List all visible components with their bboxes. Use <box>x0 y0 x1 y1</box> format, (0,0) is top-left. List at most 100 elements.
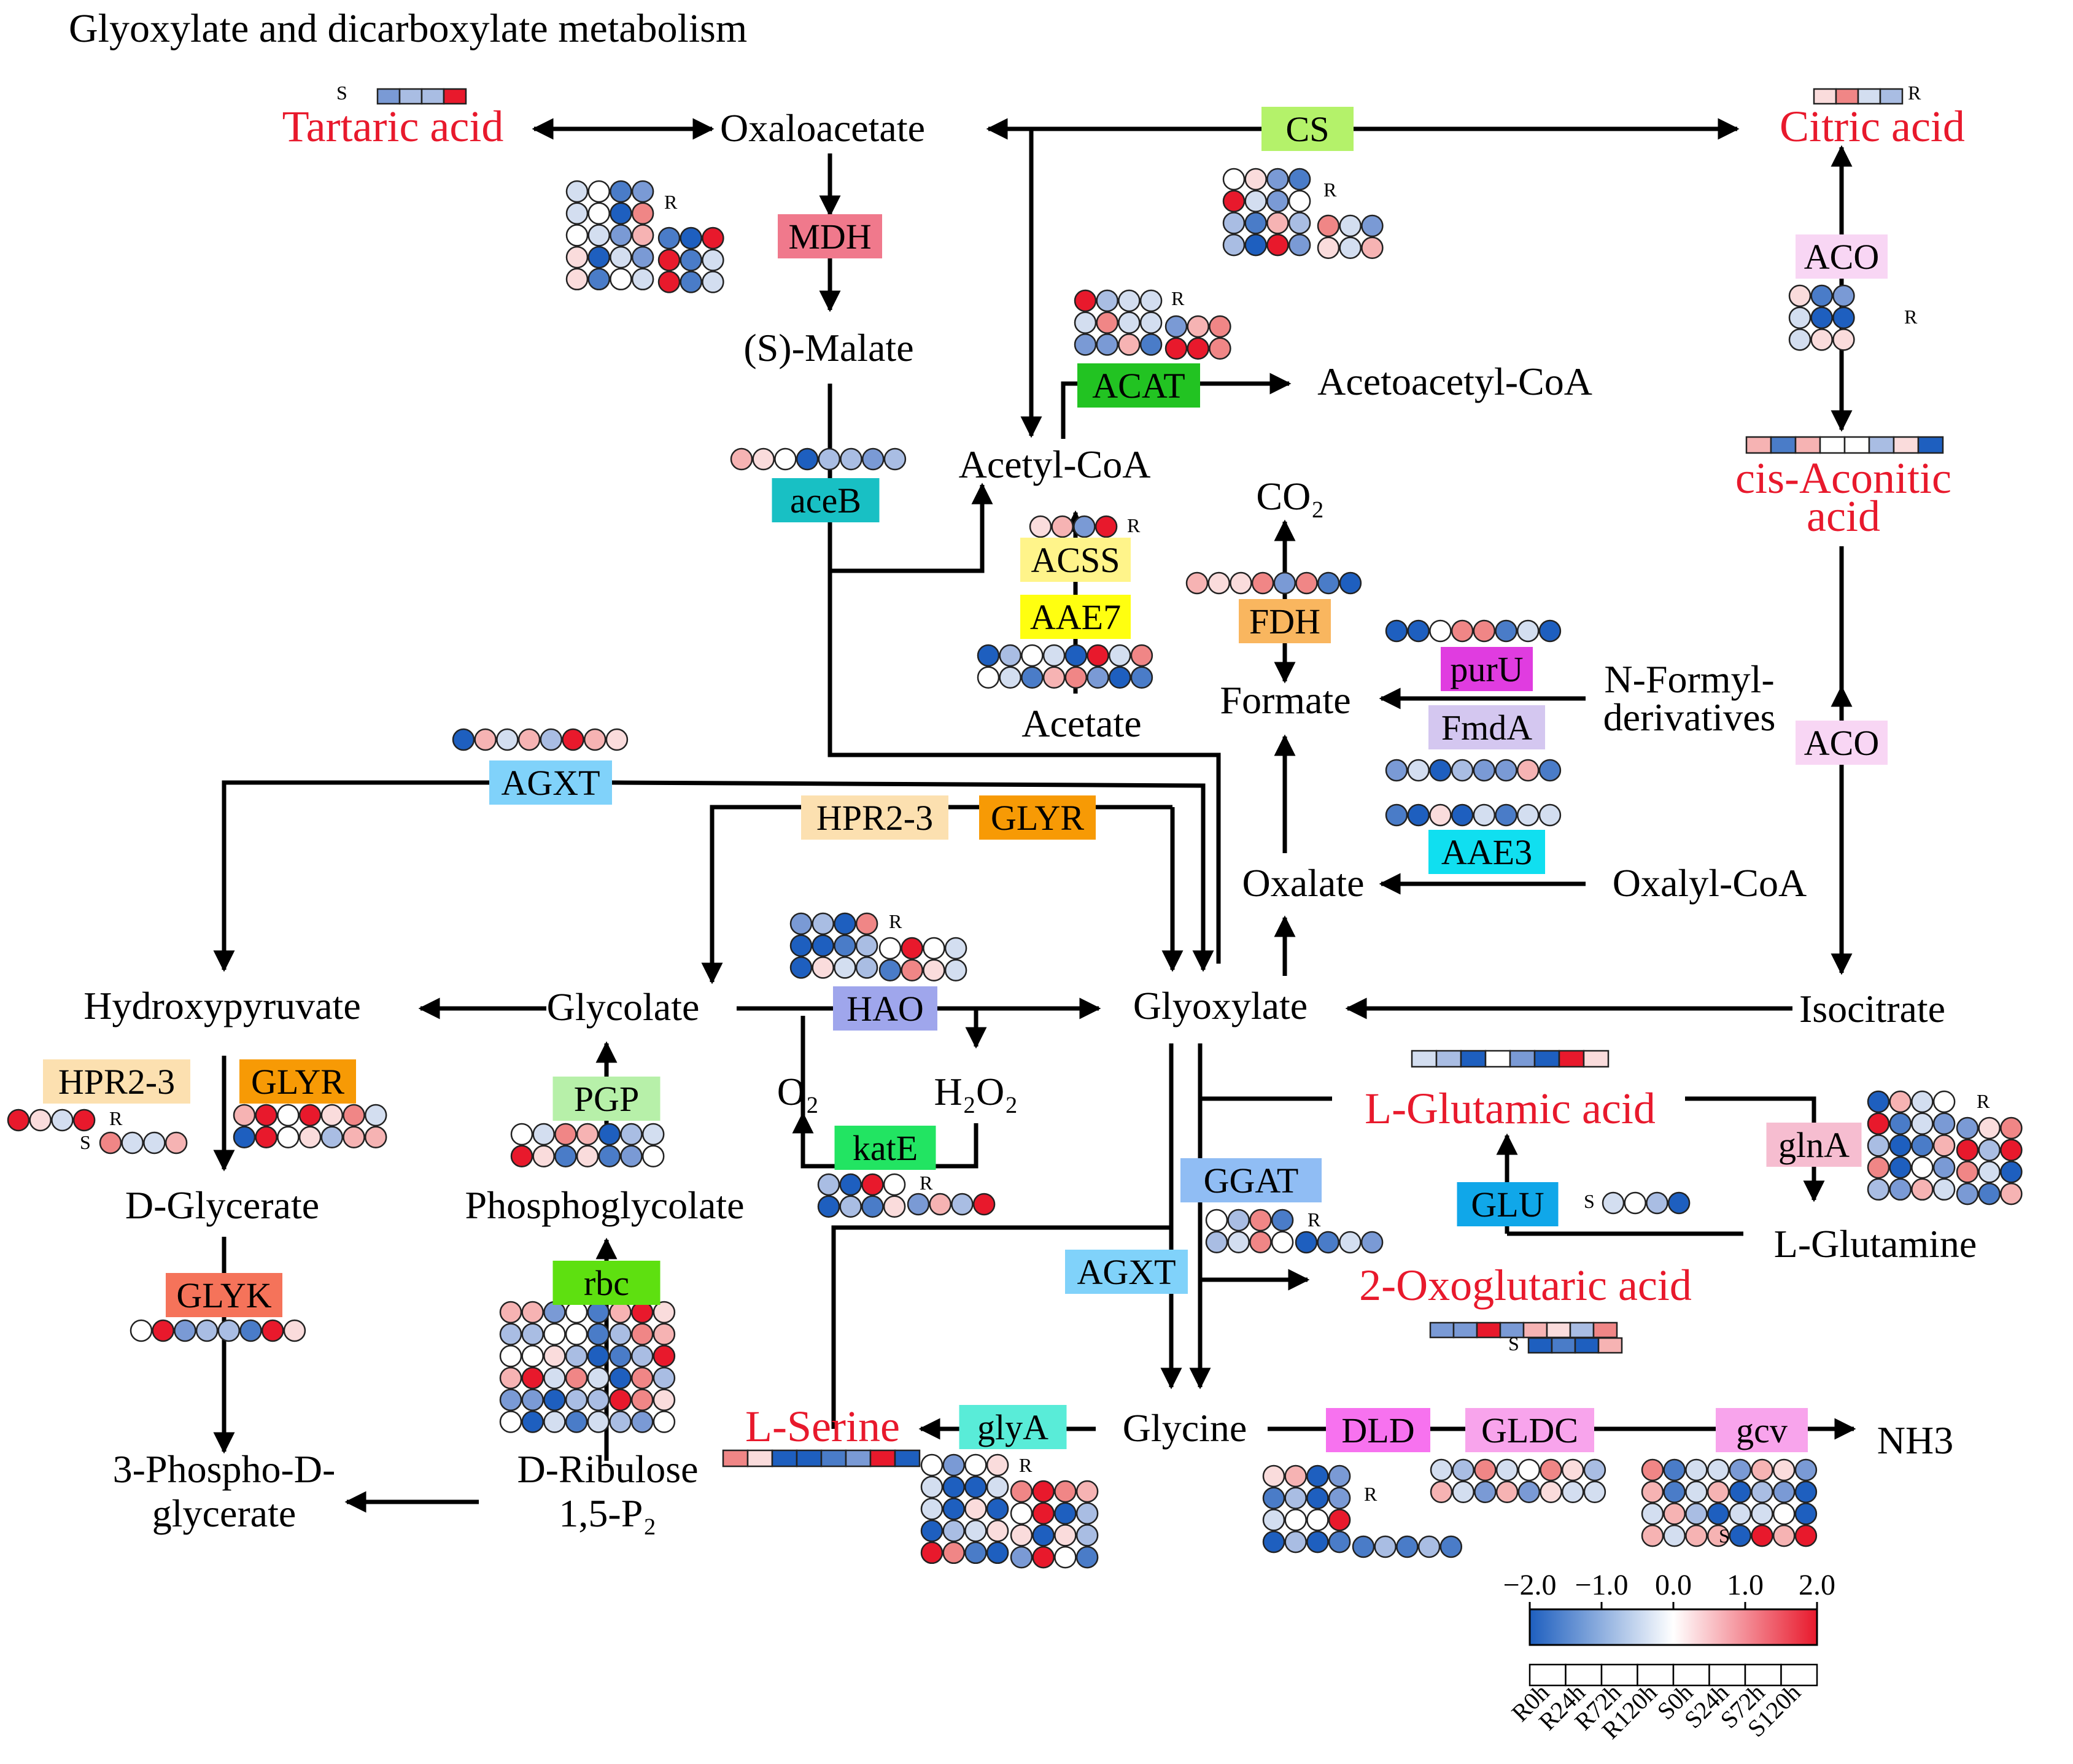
heatmap-cell <box>630 1366 654 1390</box>
o2-node: O₂ <box>777 1070 820 1113</box>
heatmap-cell <box>1139 289 1163 312</box>
heatmap-cell <box>818 447 841 471</box>
heatmap-cell <box>1139 311 1163 334</box>
heatmap-cell <box>1288 212 1311 234</box>
heatmap-cell <box>1522 1321 1548 1339</box>
heatmap-cell <box>1663 1503 1686 1525</box>
heatmap-cell <box>653 1323 676 1345</box>
heatmap-circles <box>1430 1458 1606 1503</box>
heatmap-cell <box>1516 803 1540 827</box>
heatmap-cell <box>657 226 681 250</box>
heatmap-cell <box>789 934 813 957</box>
heatmap-circles <box>1185 571 1362 595</box>
heatmap-cell <box>839 1173 862 1196</box>
enzyme-acat: ACAT <box>1077 363 1200 408</box>
heatmap-cell <box>774 447 797 471</box>
color-scale-bar <box>1529 1608 1818 1646</box>
heatmap-cell <box>1222 212 1246 234</box>
heatmap-cell <box>1451 619 1474 643</box>
enzyme-glu: GLU <box>1457 1182 1559 1226</box>
heatmap-cell <box>1517 1458 1541 1482</box>
heatmap-cell <box>730 447 753 471</box>
heatmap-cell <box>1021 644 1044 667</box>
heatmap-circles <box>1295 1231 1384 1254</box>
sample-cell <box>1637 1663 1675 1687</box>
heatmap-cell <box>1021 666 1044 689</box>
heatmap-cell <box>1164 337 1188 360</box>
heatmap-cell <box>1429 759 1452 782</box>
acetoacetyl-coa-node: Acetoacetyl-CoA <box>1317 360 1592 403</box>
heatmap-cell <box>964 1476 987 1498</box>
heatmap-cell <box>499 1301 522 1324</box>
heatmap-circles <box>1867 1090 1956 1201</box>
heatmap-cell <box>1244 168 1267 191</box>
heatmap-cell <box>1452 1458 1474 1482</box>
heatmap-cell <box>820 1449 847 1468</box>
enzyme-label: glnA <box>1778 1125 1850 1165</box>
heatmap-cell <box>1772 1458 1796 1482</box>
enzyme-label: rbc <box>584 1263 629 1303</box>
heatmap-circles <box>99 1131 188 1155</box>
reaction-arrow <box>213 780 614 972</box>
heatmap-cell <box>1429 803 1452 827</box>
heatmap-cell <box>653 1345 676 1367</box>
heatmap-cell <box>1139 333 1163 356</box>
heatmap-circles <box>817 1173 906 1218</box>
heatmap-cell <box>1788 284 1811 308</box>
enzyme-glna: glnA <box>1766 1123 1862 1167</box>
heatmap-cell <box>1262 1530 1285 1553</box>
enzyme-glya: glyA <box>959 1405 1067 1449</box>
enzyme-label: AGXT <box>501 763 600 803</box>
heatmap-cell <box>277 1126 300 1148</box>
l-serine-node: L-Serine <box>745 1402 900 1451</box>
heatmap-cell <box>942 1498 965 1520</box>
heatmap-cell <box>543 1323 566 1345</box>
heatmap-cell <box>543 1366 566 1390</box>
heatmap-cell <box>565 268 589 291</box>
enzyme-kate: katE <box>834 1126 936 1170</box>
heatmap-cell <box>1385 803 1408 827</box>
sample-mark: R <box>1308 1209 1321 1231</box>
heatmap-cell <box>883 1173 906 1196</box>
heatmap-cell <box>499 1345 522 1367</box>
heatmap-cell <box>1832 284 1855 308</box>
heatmap-cell <box>532 1145 555 1167</box>
3-phospho-d-glycerate-node-line2: glycerate <box>152 1491 296 1535</box>
heatmap-cell <box>1770 436 1797 454</box>
reaction-arrow <box>613 780 1214 972</box>
heatmap-circles <box>130 1319 306 1342</box>
sample-mark: R <box>109 1107 123 1129</box>
heatmap-cell <box>152 1319 174 1342</box>
heatmap-cell <box>1306 1530 1329 1553</box>
heatmap-cell <box>1032 1502 1055 1525</box>
heatmap-cell <box>1042 644 1066 667</box>
heatmap-cell <box>521 1323 544 1345</box>
heatmap-cell <box>1074 289 1097 312</box>
enzyme-ggat: GGAT <box>1180 1158 1322 1202</box>
heatmap-cell <box>1317 214 1340 238</box>
heatmap-cell <box>1602 1191 1625 1215</box>
heatmap-cell <box>1772 1524 1796 1547</box>
acetyl-coa-node: Acetyl-CoA <box>959 443 1151 486</box>
heatmap-cell <box>474 728 497 751</box>
enzyme-label: DLD <box>1341 1410 1414 1450</box>
heatmap-cell <box>587 268 610 291</box>
heatmap-cell <box>1411 1050 1438 1068</box>
heatmap-cell <box>1857 88 1881 105</box>
heatmap-cell <box>972 1193 996 1216</box>
heatmap-cell <box>1473 619 1496 643</box>
heatmap-cell <box>1932 1112 1956 1135</box>
heatmap-cell <box>631 202 654 225</box>
heatmap-cell <box>1273 571 1296 595</box>
heatmap-cell <box>587 1388 610 1412</box>
heatmap-cell <box>796 1449 823 1468</box>
heatmap-cell <box>1230 571 1252 595</box>
heatmap-cell <box>1075 1502 1099 1525</box>
heatmap-cell <box>986 1519 1009 1542</box>
heatmap-cell <box>1244 190 1267 212</box>
heatmap-cell <box>1540 1480 1562 1503</box>
heatmap-cell <box>7 1108 30 1132</box>
enzyme-aco-mid: ACO <box>1796 721 1888 765</box>
heatmap-cell <box>1911 1156 1934 1179</box>
